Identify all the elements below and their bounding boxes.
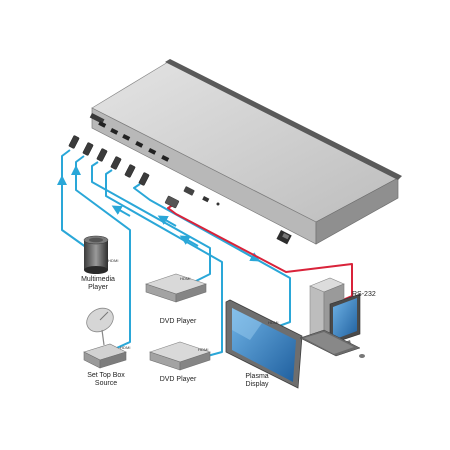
hdmi-tag-settop: HDMI <box>120 345 131 350</box>
hdmi-tag-dvd2: HDMI <box>198 347 209 352</box>
hdmi-tag-display: HDMI <box>268 320 279 325</box>
plasma-display-label: Plasma Display <box>245 373 269 388</box>
cable-settop <box>75 155 131 353</box>
cable-multimedia <box>61 149 91 251</box>
hdmi-tag-dvd1: HDMI <box>180 276 191 281</box>
rs232-cable <box>167 201 353 303</box>
matrix-switcher-icon <box>89 59 402 245</box>
rs232-label: RS-232 <box>352 291 376 298</box>
signal-arrows <box>57 165 261 262</box>
plasma-display-icon <box>225 299 303 389</box>
dvd-player-icon-2 <box>149 341 211 371</box>
db9-plug <box>164 195 180 209</box>
cable-dvd2 <box>105 169 223 359</box>
dvd-player-icon <box>145 273 207 303</box>
hdmi-cables <box>61 149 291 359</box>
dvd-player-2-label: DVD Player <box>159 376 197 383</box>
dvd-player-1-label: DVD Player <box>159 318 197 325</box>
multimedia-player-icon <box>83 235 109 274</box>
hdmi-tag-multimedia: HDMI <box>108 258 119 263</box>
computer-icon <box>299 277 365 358</box>
multimedia-player-label: Multimedia Player <box>81 276 115 291</box>
hdmi-plugs <box>68 135 150 186</box>
cable-dvd1 <box>91 161 211 285</box>
set-top-box-label: Set Top Box Source <box>87 372 125 387</box>
satellite-set-top-box-icon <box>83 307 127 369</box>
cable-display <box>133 183 291 331</box>
